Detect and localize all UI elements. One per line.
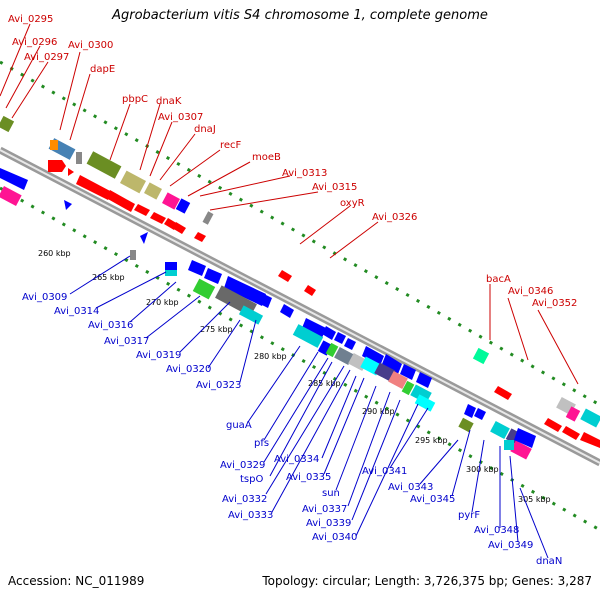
gene-label: Avi_0345 [410, 494, 455, 505]
gene-label: Avi_0343 [388, 482, 433, 493]
accession-label: Accession: NC_011989 [8, 574, 145, 588]
scale-label: 305 kbp [518, 495, 551, 504]
gene-label: Avi_0349 [488, 540, 533, 551]
gene-label: Avi_0346 [508, 286, 553, 297]
gene-label: dnaN [536, 556, 562, 567]
gene-label: dnaK [156, 96, 182, 107]
gene-label: Avi_0335 [286, 472, 331, 483]
forward-features [0, 115, 600, 448]
scale-label: 280 kbp [254, 352, 287, 361]
gene-label: moeB [252, 152, 281, 163]
forward-gene-labels: Avi_0295 Avi_0296 Avi_0297 Avi_0300 dapE… [0, 14, 579, 385]
gene-label: Avi_0334 [274, 454, 319, 465]
gene-label: pfs [254, 438, 269, 449]
gene-label: Avi_0337 [302, 504, 347, 515]
gene-label: Avi_0339 [306, 518, 351, 529]
gene-label: guaA [226, 420, 252, 431]
gene-label: Avi_0320 [166, 364, 211, 375]
scale-label: 300 kbp [466, 465, 499, 474]
gene-label: sun [322, 488, 340, 499]
gene-label: Avi_0340 [312, 532, 357, 543]
map-title: Agrobacterium vitis S4 chromosome 1, com… [112, 8, 488, 23]
gene-label: Avi_0313 [282, 168, 327, 179]
gene-label: oxyR [340, 198, 365, 209]
gene-label: Avi_0297 [24, 52, 69, 63]
gene-label: tspO [240, 474, 263, 485]
gene-label: Avi_0329 [220, 460, 265, 471]
gene-label: Avi_0323 [196, 380, 241, 391]
outer-scale-track [0, 60, 600, 407]
gene-label: pyrF [458, 510, 480, 521]
gene-label: Avi_0316 [88, 320, 133, 331]
gene-label: Avi_0341 [362, 466, 407, 477]
topology-summary: Topology: circular; Length: 3,726,375 bp… [262, 574, 592, 588]
scale-label: 260 kbp [38, 249, 71, 258]
scale-label: 275 kbp [200, 325, 233, 334]
gene-label: Avi_0296 [12, 37, 57, 48]
gene-label: Avi_0300 [68, 40, 113, 51]
gene-label: dnaJ [194, 124, 216, 135]
scale-label: 270 kbp [146, 298, 179, 307]
gene-label: dapE [90, 64, 115, 75]
gene-label: Avi_0332 [222, 494, 267, 505]
gene-label: Avi_0315 [312, 182, 357, 193]
scale-label: 285 kbp [308, 379, 341, 388]
gene-label: Avi_0309 [22, 292, 67, 303]
gene-label: bacA [486, 274, 511, 285]
gene-label: Avi_0333 [228, 510, 273, 521]
gene-label: Avi_0319 [136, 350, 181, 361]
gene-label: Avi_0295 [8, 14, 53, 25]
gene-label: Avi_0307 [158, 112, 203, 123]
gene-label: pbpC [122, 94, 148, 105]
scale-labels: 260 kbp 265 kbp 270 kbp 275 kbp 280 kbp … [38, 249, 551, 504]
gene-label: Avi_0317 [104, 336, 149, 347]
reverse-features [0, 168, 536, 460]
scale-label: 265 kbp [92, 273, 125, 282]
gene-label: Avi_0314 [54, 306, 99, 317]
gene-label: Avi_0352 [532, 298, 577, 309]
scale-label: 295 kbp [415, 436, 448, 445]
gene-label: recF [220, 140, 242, 151]
gene-label: Avi_0326 [372, 212, 417, 223]
scale-label: 290 kbp [362, 407, 395, 416]
gene-label: Avi_0348 [474, 525, 519, 536]
reverse-gene-labels: Avi_0309 Avi_0314 Avi_0316 Avi_0317 Avi_… [22, 255, 562, 567]
